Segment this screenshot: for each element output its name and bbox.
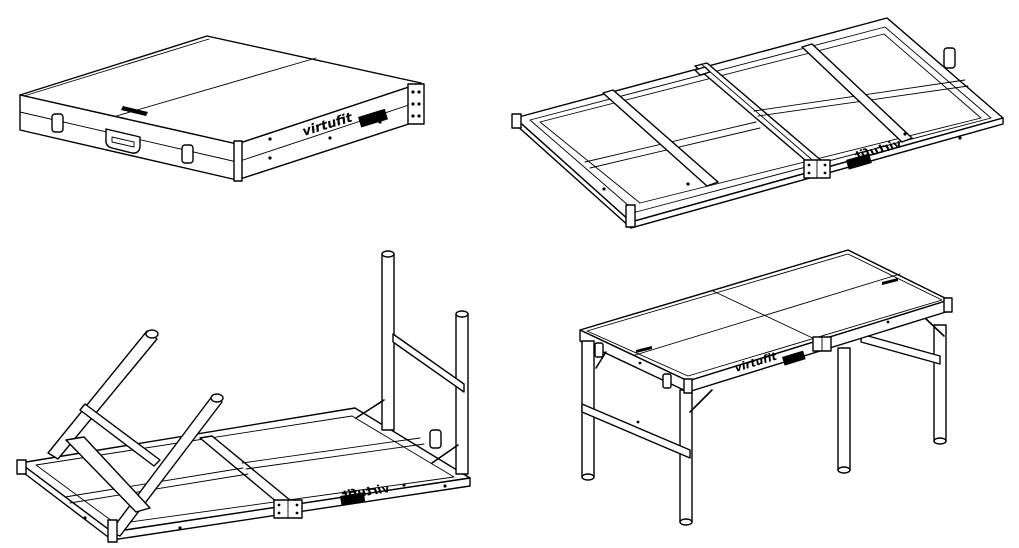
panel-closed-case: virtufit: [19, 35, 425, 182]
latch-right: [662, 373, 672, 389]
latch-left: [51, 113, 64, 133]
brand-badge: [846, 153, 872, 170]
carry-handle: [105, 128, 141, 154]
latch: [429, 429, 442, 449]
leg-crossbar-upright: [392, 333, 465, 393]
leg-upright-2: [455, 313, 469, 475]
side-handle: [943, 47, 956, 69]
tabletop-seam-long: [631, 273, 901, 357]
brand-badge: [358, 108, 388, 128]
brand-badge: [340, 492, 366, 506]
leg-back-right: [933, 324, 947, 442]
case-fold-seam: [112, 57, 317, 118]
leg-upright-1: [381, 253, 395, 431]
leg-crossbar: [581, 403, 691, 459]
corner-cap: [233, 140, 243, 182]
brand-badge: [782, 350, 806, 366]
leg-raised-1: [47, 330, 158, 460]
top-logo-mark: [636, 346, 652, 353]
folded-leg-2: [801, 43, 913, 143]
panel-standing-table: virtufit: [579, 249, 953, 526]
corner-cap: [625, 204, 636, 228]
corner-cap: [107, 519, 118, 543]
tabletop-seam-cross: [712, 290, 820, 342]
hinge-plate: [407, 83, 425, 125]
leg-back-left: [837, 347, 851, 471]
case-top-bevel: [23, 38, 210, 97]
panel-legs-unfolding: virtufit: [16, 250, 471, 543]
panel-opened-underside: virtufit: [511, 17, 1004, 229]
latch-left: [594, 342, 604, 358]
case-right-split: [236, 100, 422, 163]
folded-leg-1: [602, 89, 719, 187]
corner-cap: [683, 378, 693, 394]
latch-right: [181, 144, 194, 164]
top-logo-mark: [121, 106, 148, 116]
leg-crossbar: [79, 403, 161, 467]
